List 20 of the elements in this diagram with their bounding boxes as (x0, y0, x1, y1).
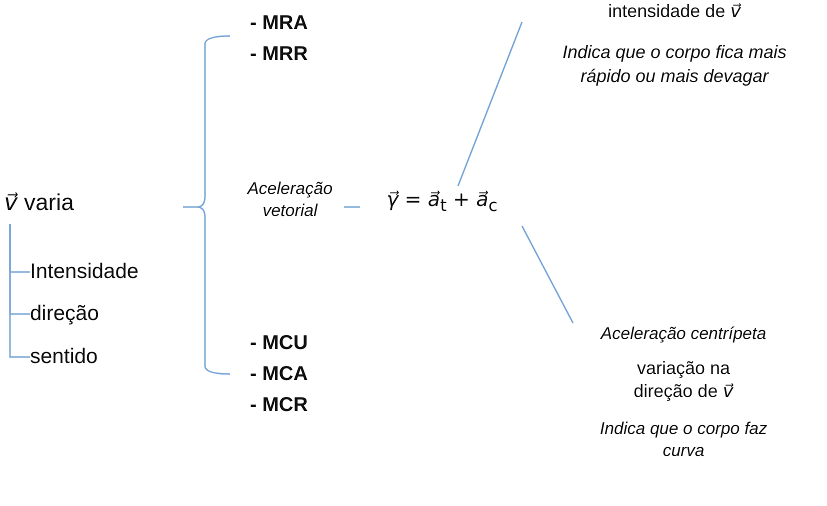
title-text: v⃗ varia (4, 188, 75, 218)
item-text: sentido (30, 344, 99, 370)
explanation-text: Indica que o corpo fica mais rápido ou mais devagar (561, 41, 788, 88)
formula-text: γ⃗ = a⃗$_{t}$ + a⃗$_{c}$ (385, 186, 499, 217)
connector-line (521, 226, 574, 324)
item-text: direção (30, 301, 100, 327)
explanation-text: variação na direção de v⃗ (632, 357, 734, 404)
motion-list: - MRA (230, 8, 340, 39)
connector-line (344, 206, 360, 208)
explanation-text: intensidade de v⃗ (607, 0, 742, 24)
connector-line (457, 22, 523, 186)
motion-list: - MCR (230, 390, 340, 421)
motion-list: - MRR (230, 39, 340, 70)
motion-list: - MCU (230, 328, 340, 359)
item-text: Intensidade (30, 259, 140, 285)
explanation-text: Indica que o corpo faz curva (598, 418, 768, 462)
connector-line (9, 224, 30, 358)
concept-text: Aceleração vetorial (246, 178, 334, 222)
motion-list: - MCA (230, 359, 340, 390)
explanation-text: Aceleração centrípeta (599, 323, 768, 345)
